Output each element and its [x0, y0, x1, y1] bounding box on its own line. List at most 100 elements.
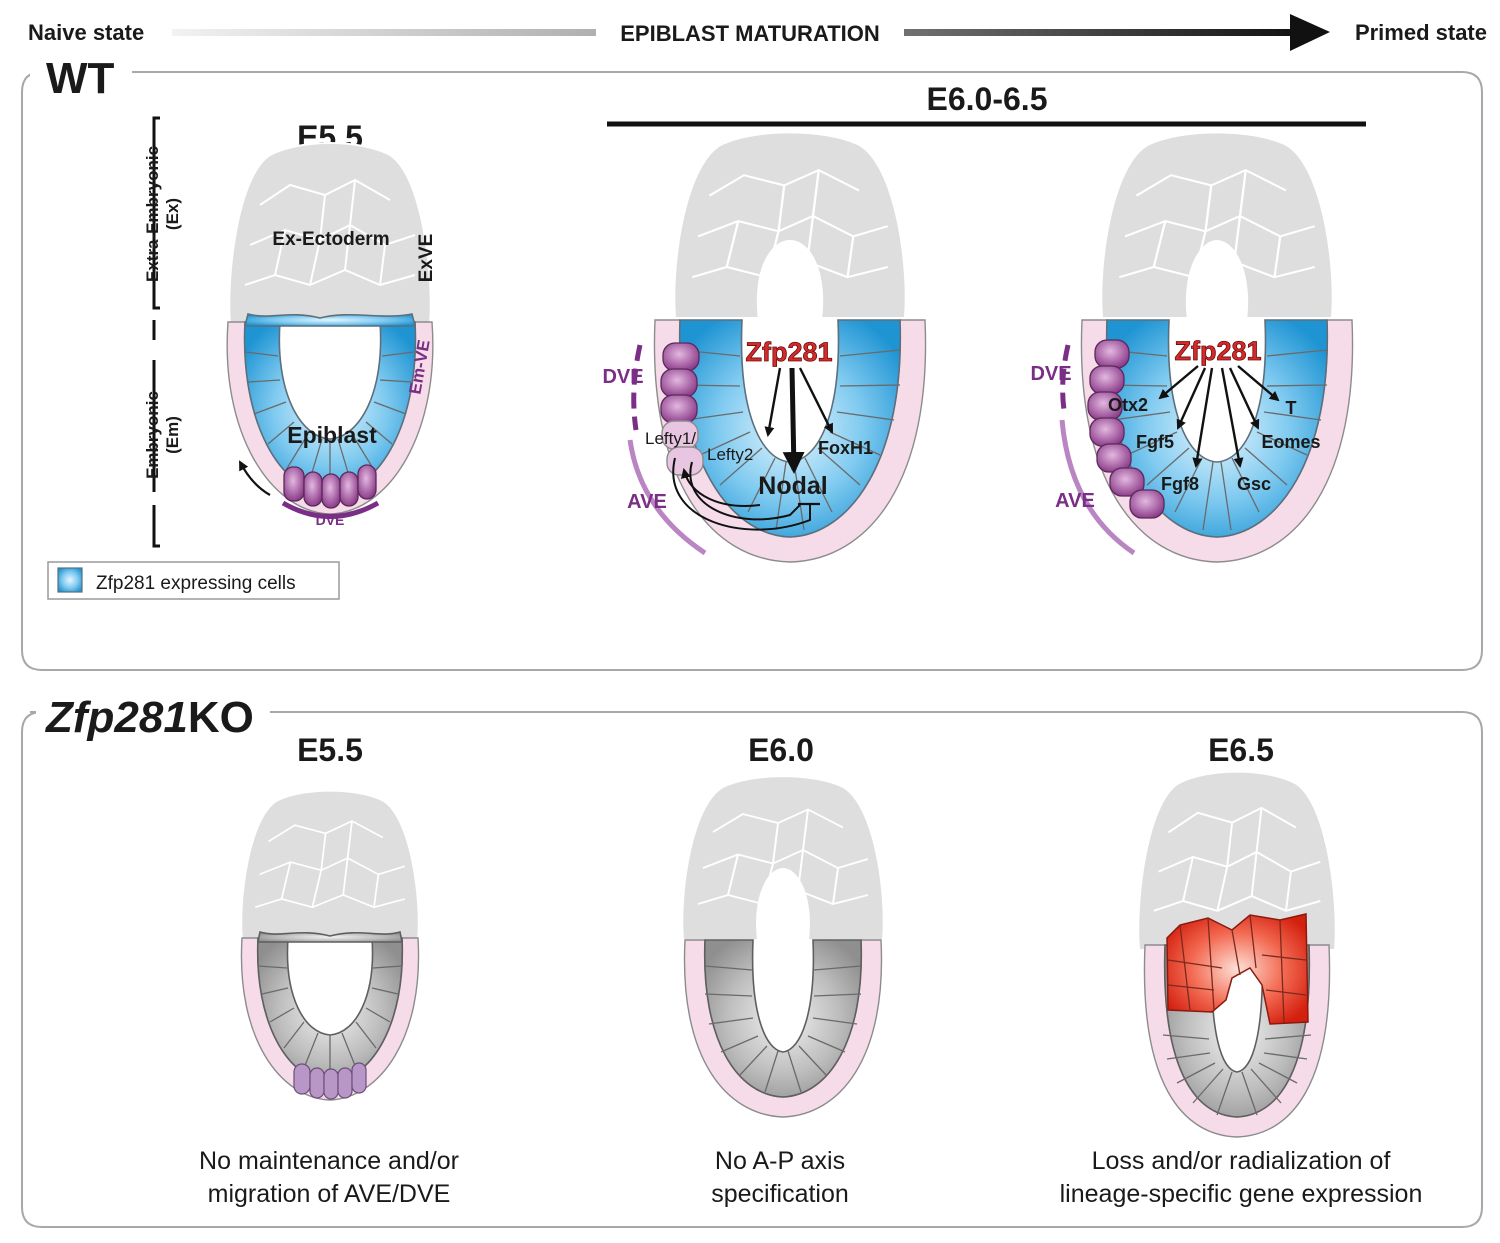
extra-embryonic-label: Extra-Embryonic: [143, 146, 162, 282]
wt-panel-frame: [21, 71, 1483, 671]
wt-e55-dve-cells: [283, 464, 377, 509]
ko-e60-proamniotic-top: [756, 868, 810, 940]
ko-e65-stage-label: E6.5: [1208, 732, 1274, 768]
foxh1-label: FoxH1: [818, 438, 873, 458]
wt-e65-right-ave-label: AVE: [1055, 490, 1095, 512]
ex-ectoderm-label: Ex-Ectoderm: [272, 229, 389, 250]
wt-e65-right-dve-arc: [1060, 344, 1071, 411]
wt-panel: WT Extra-Embryonic (Ex) Embryonic (Em) E…: [21, 54, 1483, 671]
wt-e55-epiblast-ring: [243, 321, 417, 495]
fgf5-label: Fgf5: [1136, 432, 1174, 452]
wt-e60-left-dve-cells: [660, 342, 704, 476]
wt-e60-left-embryo: DVE AVE Zfp281 Lefty1/ Lefty2 FoxH1 Noda…: [602, 131, 927, 563]
ko-panel-title: Zfp281KO: [44, 693, 254, 742]
ko-e60-caption-line2: specification: [711, 1180, 849, 1208]
axis-bracket-line: [152, 116, 160, 548]
wt-e65-right-zfp281-label: Zfp281: [1174, 336, 1261, 366]
ko-e65-caption-line1: Loss and/or radialization of: [1092, 1147, 1391, 1175]
wt-e65-right-ave-arc: [1059, 419, 1136, 556]
ko-e60-stage-label: E6.0: [748, 732, 814, 768]
wt-e65-right-dve-label: DVE: [1030, 363, 1071, 385]
maturation-header: Naive state EPIBLAST MATURATION Primed s…: [28, 14, 1487, 51]
embryonic-axis-bracket: Extra-Embryonic (Ex) Embryonic (Em): [143, 116, 182, 548]
zfp281-to-otx2-arrow-icon: [1158, 365, 1199, 400]
zfp281-to-nodal-arrow-icon: [782, 367, 805, 474]
ko-e65-caption-line2: lineage-specific gene expression: [1060, 1180, 1423, 1208]
lefty-inhibits-nodal-line: [689, 461, 801, 521]
gsc-label: Gsc: [1237, 474, 1271, 494]
ko-panel: Zfp281KO E5.5 No maintenance and/or migr…: [21, 692, 1483, 1228]
wt-title-backdrop: [30, 55, 132, 97]
ko-e55-stage-label: E5.5: [297, 732, 363, 768]
ko-e55-dve-cells: [293, 1062, 367, 1100]
wt-e60-left-ave-arc: [627, 439, 707, 556]
ko-title-backdrop: [36, 692, 268, 736]
zfp281-to-fgf8-arrow-icon: [1192, 367, 1214, 468]
ko-panel-frame: [21, 711, 1483, 1228]
ko-e65-epiblast-cell-lines: [1162, 1034, 1312, 1116]
primed-state-label: Primed state: [1355, 20, 1487, 45]
naive-state-label: Naive state: [28, 20, 144, 45]
wt-e55-epiblast-cell-lines: [245, 351, 415, 494]
otx2-label: Otx2: [1108, 395, 1148, 415]
embryonic-abbr: (Em): [163, 416, 182, 454]
maturation-label-backdrop: [596, 16, 904, 48]
maturation-arrow-head-icon: [1290, 14, 1330, 51]
wt-e60-left-ave-label: AVE: [627, 491, 667, 513]
epiblast-label: Epiblast: [287, 422, 377, 448]
ko-e65-red-cell-lines: [1167, 914, 1307, 1023]
extra-embryonic-abbr: (Ex): [163, 198, 182, 230]
wt-e60-left-proamniotic-top: [756, 240, 824, 320]
legend-box: [47, 561, 340, 600]
ko-e60-embryo: E6.0 No A-P axis specification: [681, 732, 885, 1208]
wt-e65-right-epiblast-cell-lines: [1106, 349, 1328, 531]
legend-swatch-blue: [57, 567, 83, 593]
lefty2-label: Lefty2: [707, 445, 753, 464]
legend-label: Zfp281 expressing cells: [96, 573, 296, 594]
zfp281-to-foxh1-arrow-icon: [798, 367, 834, 434]
ko-e55-epiblast-top-band: [257, 930, 403, 943]
zfp281-to-gsc-arrow-icon: [1220, 367, 1244, 468]
ko-e55-epiblast-cell-lines: [257, 965, 403, 1082]
ko-e65-embryo: E6.5 Loss and/or radialization of lineag…: [1060, 732, 1423, 1208]
wt-e55-migration-arrow-icon: [239, 460, 271, 496]
ko-e60-epiblast-cell-lines: [704, 965, 862, 1093]
wt-panel-title: WT: [46, 54, 115, 103]
ko-e55-ex-ectoderm: [240, 789, 420, 941]
wt-e65-right-embryo: DVE AVE Zfp281 Otx2 T Fgf5 Eomes Fgf8 Gs…: [1030, 131, 1354, 563]
nodal-label: Nodal: [758, 472, 827, 500]
nodal-to-lefty-arrow-icon: [681, 468, 761, 507]
ko-e55-caption-line2: migration of AVE/DVE: [208, 1180, 451, 1208]
wt-e65-right-proamniotic-top: [1185, 240, 1249, 320]
wt-e55-dve-arc: [281, 500, 380, 519]
ko-e65-ectopic-expression-region: [1166, 913, 1309, 1025]
wt-e60-left-epiblast-cell-lines: [679, 349, 901, 531]
maturation-label: EPIBLAST MATURATION: [620, 21, 880, 46]
wt-e60-65-stage-label: E6.0-6.5: [927, 81, 1048, 117]
legend: Zfp281 expressing cells: [47, 561, 340, 600]
wt-e65-right-ave-cells: [1087, 339, 1165, 519]
fgf8-label: Fgf8: [1161, 474, 1199, 494]
zfp281-to-lefty-arrow-icon: [764, 367, 782, 437]
wt-e55-dve-label: DVE: [316, 512, 345, 528]
wt-e60-left-zfp281-label: Zfp281: [745, 337, 832, 367]
zfp281-to-t-arrow-icon: [1237, 365, 1280, 402]
wt-e60-left-dve-arc: [631, 344, 643, 431]
ko-e55-embryo: E5.5 No maintenance and/or migration of …: [199, 732, 459, 1208]
ko-e60-caption-line1: No A-P axis: [715, 1147, 845, 1175]
wt-e60-left-dve-label: DVE: [602, 366, 643, 388]
embryonic-label: Embryonic: [143, 391, 162, 479]
lefty-inhibits-nodal-outer-line: [672, 457, 811, 531]
zfp281-to-fgf5-arrow-icon: [1176, 367, 1207, 430]
wt-e55-embryo: E5.5 DVE Ex-Ectoderm ExVE Em-VE: [226, 119, 437, 528]
ko-e55-caption-line1: No maintenance and/or: [199, 1147, 459, 1175]
zfp281-to-eomes-arrow-icon: [1228, 367, 1260, 430]
eomes-label: Eomes: [1261, 432, 1320, 452]
t-label: T: [1286, 398, 1297, 418]
wt-e55-epiblast-top-band: [243, 313, 417, 327]
exve-label: ExVE: [416, 234, 437, 283]
lefty1-label: Lefty1/: [645, 429, 696, 448]
ko-title-gene: Zfp281: [44, 693, 188, 742]
ko-title-suffix: KO: [188, 693, 254, 742]
